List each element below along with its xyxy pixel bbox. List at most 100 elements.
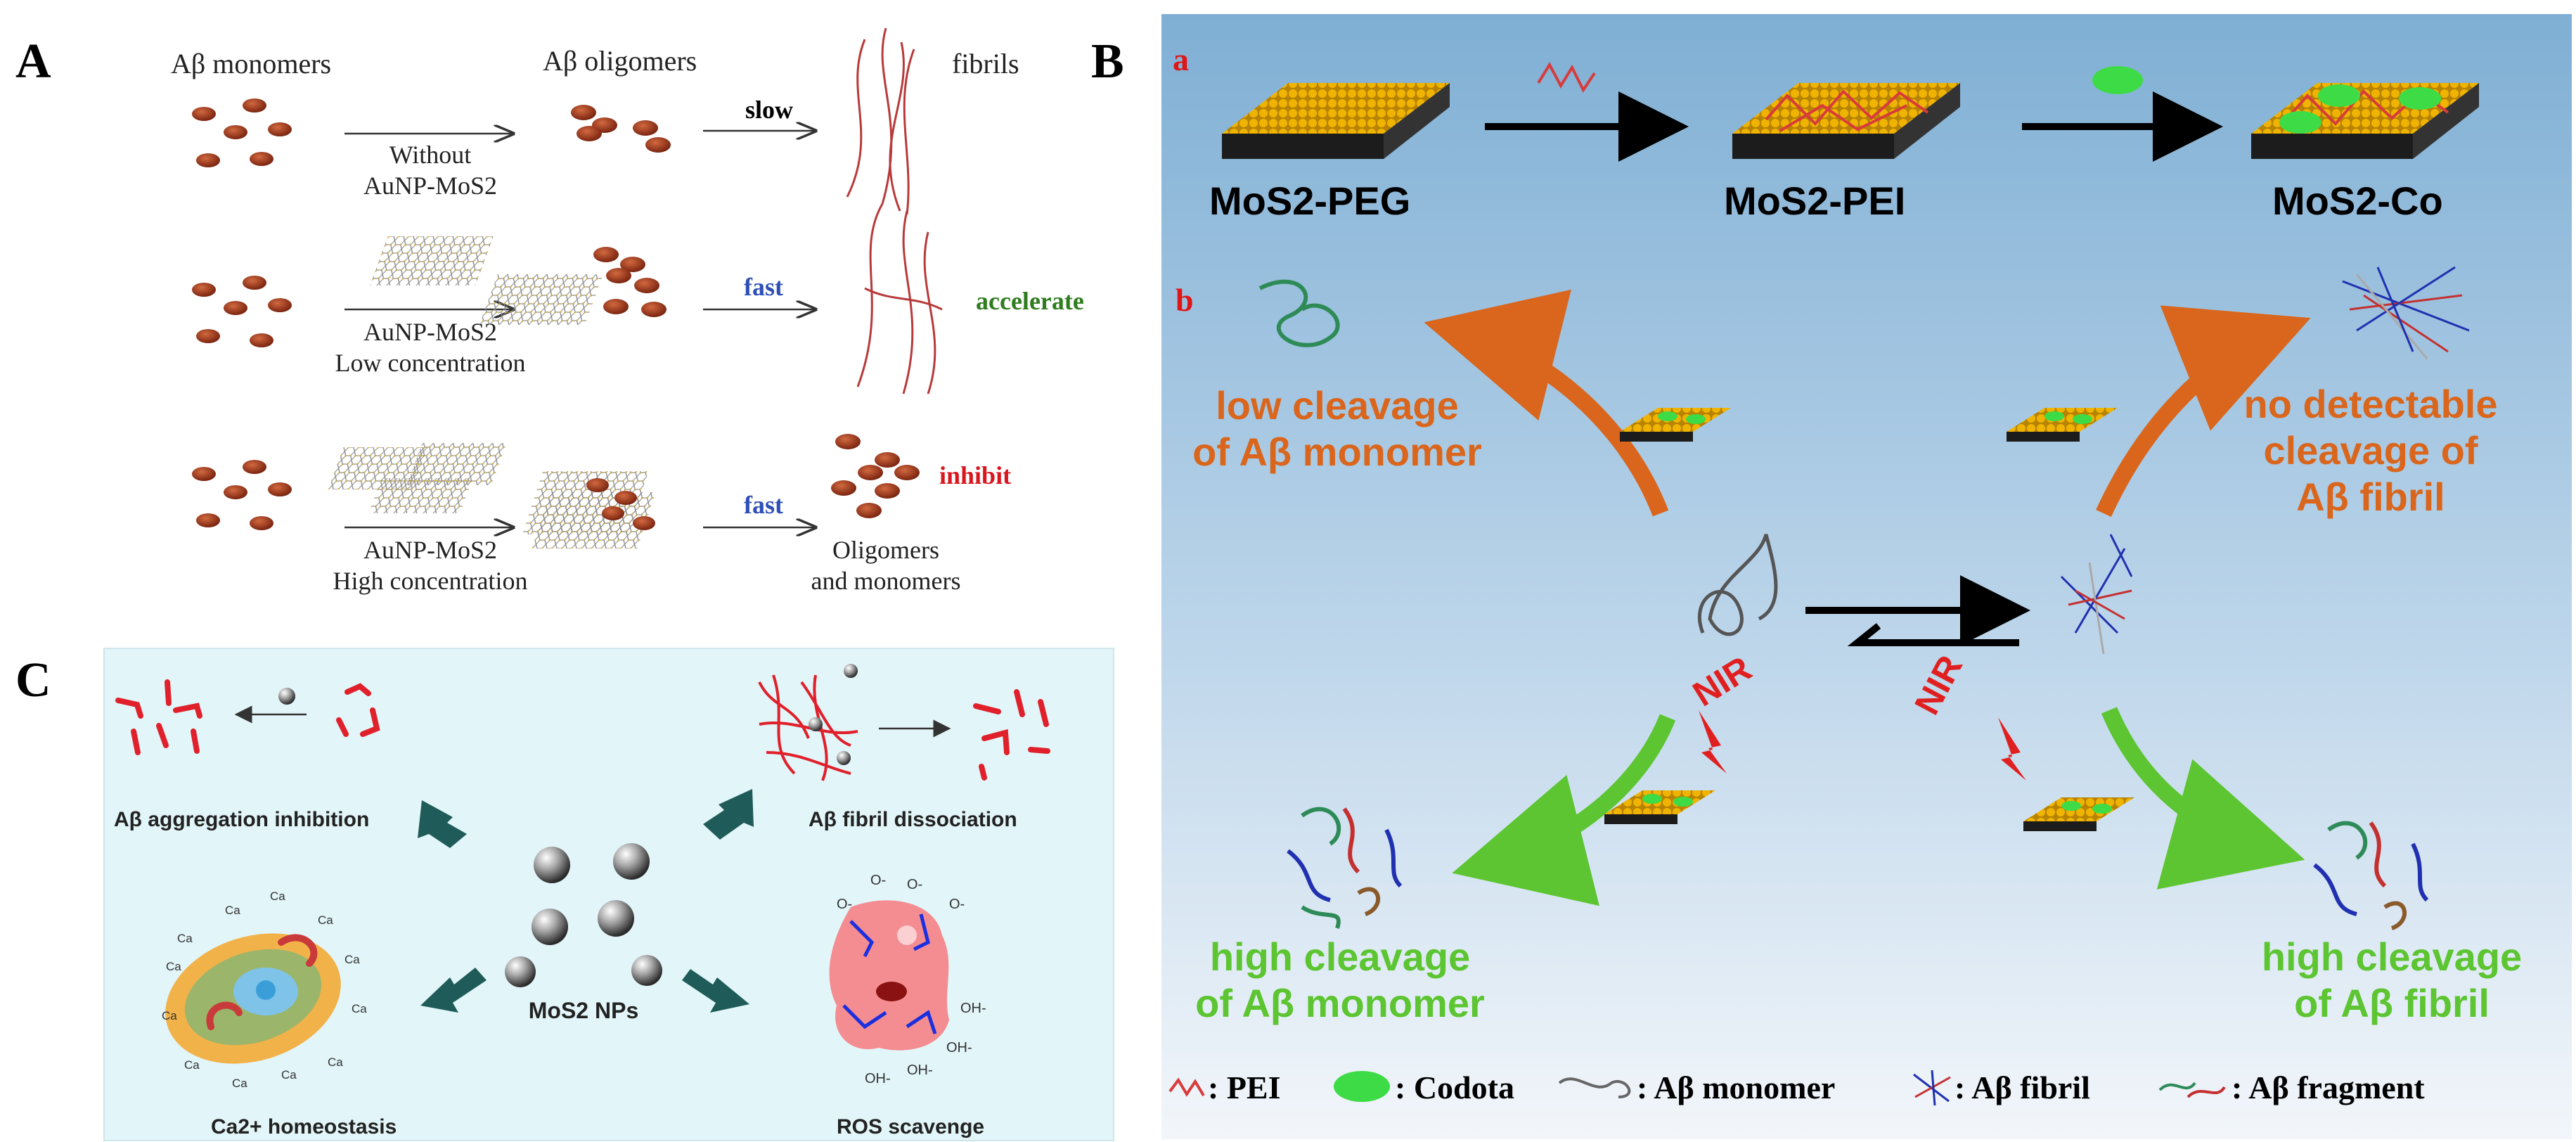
bottom-right-line2: of Aβ fibril	[2294, 981, 2490, 1025]
np-center-3	[532, 909, 568, 945]
radical-labels: O-O- O-O- OH-OH- OH-OH-	[837, 873, 986, 1086]
row1-speed: slow	[745, 96, 793, 124]
row1-condition-line1: Without	[389, 141, 472, 169]
sheet-mos2-co	[2251, 83, 2479, 159]
item-ros-scavenge: ROS scavenge	[837, 1115, 984, 1138]
fibril-mesh	[758, 674, 858, 781]
svg-text:O-: O-	[907, 877, 922, 892]
item-aggregation-inhibition: Aβ aggregation inhibition	[114, 808, 369, 831]
sheet-mos2-peg	[1222, 83, 1450, 159]
np-fibril-3	[837, 751, 851, 765]
green-arrow-right	[2101, 707, 2305, 890]
platform-top-right	[2007, 408, 2118, 442]
row2-condition-line2: Low concentration	[335, 349, 526, 377]
monomer-cluster-row2	[192, 276, 292, 347]
np-center-6	[631, 955, 662, 986]
legend: : PEI : Codota : Aβ monomer : Aβ fibril …	[1168, 1070, 2425, 1106]
svg-text:OH-: OH-	[907, 1063, 933, 1078]
panel-b: B a MoS2-PEG MoS2-PEI MoS2-Co b low clea…	[1091, 14, 2572, 1139]
row1-condition-line2: AuNP-MoS2	[363, 172, 497, 200]
sub-label-b: b	[1176, 282, 1194, 318]
center-label: MoS2 NPs	[529, 998, 638, 1023]
legend-fibril: : Aβ fibril	[1954, 1070, 2090, 1105]
material-mos2-co: MoS2-Co	[2272, 179, 2443, 223]
row3-result-line1: Oligomers	[832, 536, 939, 564]
legend-pei: : PEI	[1208, 1070, 1281, 1105]
sheet-high-c	[368, 478, 473, 513]
legend-codota: : Codota	[1395, 1070, 1514, 1105]
row3-outcome-inhibit: inhibit	[939, 461, 1011, 489]
panel-b-background	[1161, 14, 2572, 1139]
svg-text:Ca: Ca	[352, 1002, 367, 1015]
nir-bolt-right	[1998, 717, 2026, 781]
panel-c-label: C	[15, 653, 51, 707]
np-center-5	[505, 956, 536, 987]
panel-a: A Aβ monomers Aβ oligomers fibrils Witho…	[15, 27, 1084, 595]
row2-outcome-accelerate: accelerate	[976, 287, 1084, 315]
np-fibril-1	[844, 664, 858, 678]
svg-text:O-: O-	[949, 897, 965, 912]
top-right-line3: Aβ fibril	[2296, 475, 2445, 519]
legend-monomer-icon	[1558, 1077, 1631, 1098]
sheet-high-b	[406, 443, 507, 485]
legend-monomer: : Aβ monomer	[1637, 1070, 1835, 1105]
trapped-particles	[586, 478, 655, 530]
ros-blob	[829, 900, 949, 1051]
oligomer-cluster-row1	[571, 105, 671, 153]
panel-c-background	[103, 648, 1114, 1141]
fibril-cluster-top	[2342, 266, 2470, 359]
sheet-mos2-pei	[1732, 83, 1960, 159]
orange-arrow-left	[1424, 289, 1669, 517]
svg-text:O-: O-	[837, 897, 852, 912]
row3-speed: fast	[744, 491, 783, 519]
arrow-to-calcium	[420, 968, 487, 1013]
row2-condition-line1: AuNP-MoS2	[363, 318, 497, 346]
bottom-left-line2: of Aβ monomer	[1195, 981, 1485, 1025]
top-left-line1: low cleavage	[1216, 383, 1459, 428]
monomer-cluster-row3	[192, 460, 292, 530]
svg-text:Ca: Ca	[281, 1068, 297, 1082]
row2-speed: fast	[744, 273, 783, 301]
np-top-left	[278, 688, 295, 705]
fragments-right	[2313, 821, 2429, 930]
svg-text:Ca: Ca	[344, 953, 360, 966]
svg-text:O-: O-	[870, 873, 886, 888]
cell-illustration	[165, 933, 341, 1064]
platform-top-left	[1620, 408, 1731, 442]
fragments-left	[1287, 807, 1403, 929]
header-monomers: Aβ monomers	[171, 48, 331, 79]
legend-pei-icon	[1168, 1077, 1205, 1097]
legend-codota-icon	[1334, 1071, 1390, 1102]
svg-text:Ca: Ca	[328, 1056, 343, 1069]
np-center-1	[534, 847, 570, 883]
top-left-line2: of Aβ monomer	[1192, 430, 1482, 474]
arrow-to-fibril	[703, 789, 754, 840]
item-calcium-homeostasis: Ca2+ homeostasis	[211, 1115, 397, 1138]
svg-text:Ca: Ca	[270, 890, 285, 903]
legend-fibril-icon	[1913, 1070, 1951, 1106]
codota-icon	[2092, 66, 2143, 94]
platform-bottom-right	[2023, 797, 2134, 831]
np-center-4	[598, 900, 634, 937]
platform-bottom-left	[1604, 790, 1715, 824]
pei-icon	[1537, 61, 1596, 93]
nir-bolt-left	[1699, 710, 1727, 774]
green-arrow-left	[1452, 714, 1676, 906]
result-cluster-row3	[831, 434, 920, 518]
np-center-2	[613, 843, 650, 880]
header-fibrils: fibrils	[952, 48, 1019, 79]
svg-text:Ca: Ca	[232, 1077, 247, 1090]
small-monomer-icon	[1258, 279, 1340, 347]
arrow-to-aggregation	[418, 800, 467, 848]
svg-text:Ca: Ca	[225, 904, 240, 917]
top-right-line1: no detectable	[2244, 382, 2498, 426]
header-oligomers: Aβ oligomers	[543, 45, 697, 77]
material-mos2-pei: MoS2-PEI	[1724, 179, 1905, 223]
row3-condition-line2: High concentration	[333, 567, 528, 595]
equilibrium-back	[1847, 623, 2019, 646]
top-right-line2: cleavage of	[2263, 428, 2478, 473]
sheet-low-concentration	[370, 236, 494, 286]
orange-arrow-right	[2096, 305, 2311, 518]
direction-arrows	[418, 789, 754, 1013]
